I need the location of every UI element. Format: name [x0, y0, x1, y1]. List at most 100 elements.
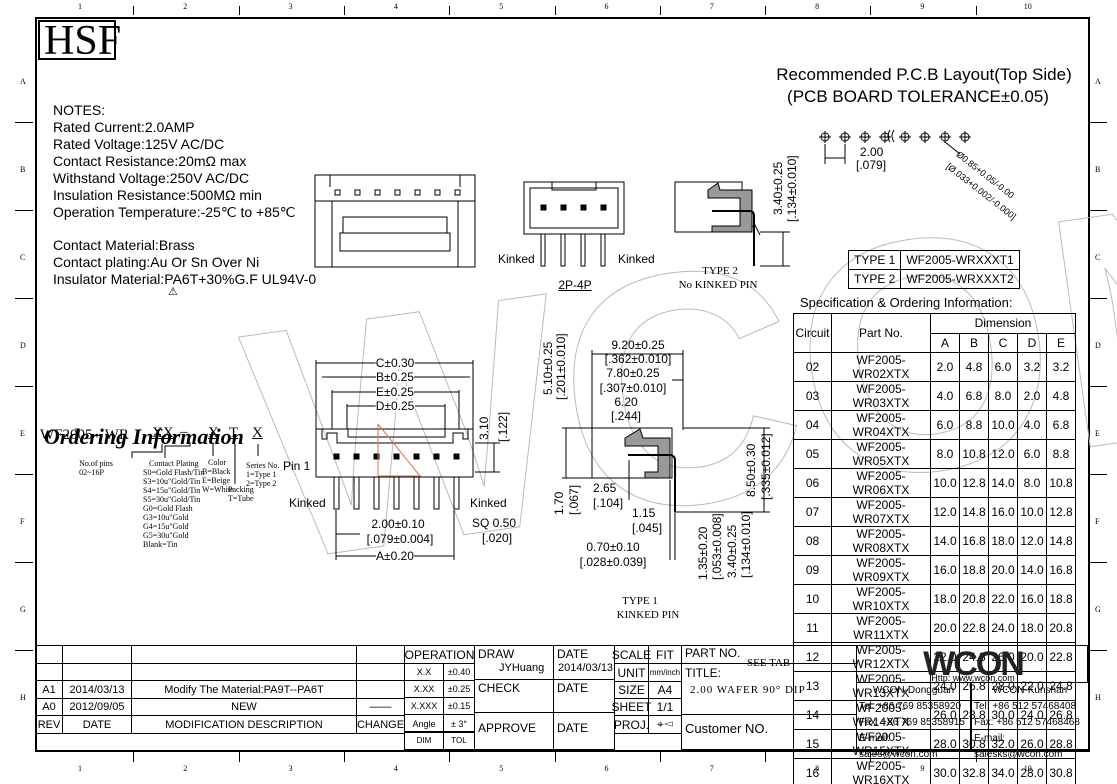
dimension-cell: 18.8 [1046, 584, 1076, 614]
divider [1089, 298, 1107, 299]
dimension-cell: 12.0 [930, 497, 960, 527]
note-line: Rated Current:2.0AMP [53, 119, 195, 135]
revision-cell [356, 645, 405, 664]
check-cell: CHECK [474, 679, 554, 713]
small-front-view [523, 181, 625, 267]
circuit-cell: 11 [793, 613, 832, 643]
revision-cell: NEW [131, 698, 357, 716]
divider [870, 6, 872, 15]
value-cell: FIT [648, 645, 682, 664]
dimension-cell: 8.0 [1017, 468, 1047, 498]
dim-label: [.028±0.039] [579, 555, 647, 569]
circuit-cell: 03 [793, 381, 832, 411]
dimension-cell: 28.0 [930, 729, 960, 759]
option-item: T=Tube [228, 494, 254, 503]
dimension-cell: 12.8 [959, 468, 989, 498]
dimension-cell: 4.0 [930, 381, 960, 411]
row-marker: G [1095, 605, 1101, 614]
part-no-cell: WF2005-WR10XTX [831, 584, 931, 614]
value-cell: A4 [648, 681, 682, 699]
pcb-hole-icon [839, 131, 851, 143]
pin-cap [454, 189, 461, 196]
revision-cell [356, 680, 405, 699]
office-fax: Fax: +86 512 57468468 [974, 717, 1080, 728]
circuit-cell: 16 [793, 758, 832, 784]
kinked-label: Kinked [618, 252, 655, 266]
dimension-cell: 10.0 [988, 410, 1018, 440]
dimension-cell: 30.8 [1046, 758, 1076, 784]
dimension-cell: 3.2 [1017, 352, 1047, 382]
dim-label: [.079±0.004] [366, 532, 434, 546]
dimension-cell: 12.8 [1046, 497, 1076, 527]
revision-cell [35, 663, 63, 681]
pin [373, 476, 380, 510]
part-no-cell: WF2005-WR03XTX [831, 381, 931, 411]
dimension-cell: 22.0 [1017, 671, 1047, 701]
dimension-cell: 16.0 [1017, 584, 1047, 614]
office-email[interactable]: E-mail: sales@wcon.com [859, 733, 938, 760]
dimension-cell: 6.0 [988, 352, 1018, 382]
tolerance-dim: X.X [404, 663, 444, 681]
dimension-cell: 12.0 [1017, 526, 1047, 556]
table-header-row: Circuit Part No. Dimension [793, 313, 1076, 353]
part-no-cell: WF2005-WR15XTX [831, 729, 931, 759]
part-no-cell: WF2005-WR13XTX [831, 671, 931, 701]
part-no-cell: WF2005-WR02XTX [831, 352, 931, 382]
divider [1089, 122, 1107, 123]
dim-label: [.104] [593, 496, 624, 510]
row-marker: C [20, 253, 26, 262]
code-prefix: WF2005 - WR [40, 427, 129, 443]
pin-square [413, 453, 420, 460]
part-no-cell: WF2005-WR16XTX [831, 758, 931, 784]
divider [765, 752, 767, 762]
type2-side-view [674, 181, 790, 267]
row-marker: D [20, 341, 26, 350]
dim-label: B±0.25 [376, 370, 414, 384]
pcb-hole-icon [919, 131, 931, 143]
pin [413, 476, 420, 510]
divider [15, 562, 33, 563]
pin-square [333, 453, 340, 460]
dimension-cell: 14.8 [1046, 526, 1076, 556]
row-marker: A [1095, 77, 1101, 86]
dimension-cell: 14.0 [1017, 555, 1047, 585]
circuit-cell: 15 [793, 729, 832, 759]
note-line: Insulation Resistance:500MΩ min [53, 187, 262, 203]
pin-cap [394, 189, 401, 196]
dimension-cell: 20.0 [988, 555, 1018, 585]
ordering-title: Ordering Information [44, 424, 244, 449]
dim-label: DIM [404, 731, 444, 750]
pin [540, 233, 546, 267]
column-marker: 4 [393, 764, 398, 773]
value-cell: ⌖◅ [648, 715, 682, 734]
tolerance-value: ±0.15 [443, 697, 475, 715]
office-name: WCON-Kunshan [992, 685, 1068, 696]
pin-square [540, 204, 547, 211]
column-marker: 7 [709, 764, 714, 773]
pcb-hole-icon [819, 131, 831, 143]
note-line: Rated Voltage:125V AC/DC [53, 136, 225, 152]
hsf-logo: HSF [38, 20, 121, 62]
label-cell: UNIT [614, 663, 649, 682]
pcb-hole-icon [959, 131, 971, 143]
dimension-cell: 14.0 [988, 468, 1018, 498]
dimension-cell: 10.0 [930, 468, 960, 498]
dim-label: 1.70 [552, 491, 566, 515]
divider [15, 298, 33, 299]
pin-cap [434, 189, 441, 196]
website: Http: www.wcon.com [931, 673, 1015, 683]
dimension-cell: 28.8 [1046, 729, 1076, 759]
option-item: 1=Type 1 [246, 470, 277, 479]
office-email[interactable]: E-mail: salesks@wcon.com [974, 733, 1063, 760]
office-fax: Fax: +86 769 85358915 [859, 717, 965, 728]
divider [15, 210, 33, 211]
